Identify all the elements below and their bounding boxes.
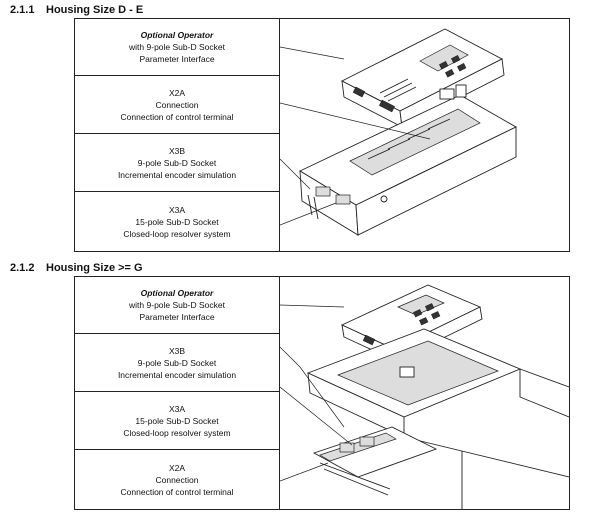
section-number: 2.1.2 bbox=[10, 262, 35, 274]
housing-g-figure: Optional Operator with 9-pole Sub-D Sock… bbox=[74, 276, 570, 510]
label-line: 9-pole Sub-D Socket bbox=[137, 357, 217, 368]
label-x3a: X3A 15-pole Sub-D Socket Closed-loop res… bbox=[75, 391, 279, 449]
label-line: Closed-loop resolver system bbox=[123, 427, 231, 438]
label-line: Connection of control terminal bbox=[120, 486, 234, 497]
label-x2a: X2A Connection Connection of control ter… bbox=[75, 75, 279, 133]
label-line: Connection bbox=[155, 474, 199, 485]
leader-line-x3a bbox=[280, 202, 337, 226]
device-drawing-g bbox=[280, 277, 569, 509]
label-column: Optional Operator with 9-pole Sub-D Sock… bbox=[75, 19, 280, 251]
section-title: Housing Size D - E bbox=[46, 4, 144, 16]
control-terminal-area bbox=[312, 426, 438, 496]
leader-line-x3b bbox=[280, 158, 311, 190]
label-line: Connection of control terminal bbox=[120, 111, 234, 122]
label-x2a: X2A Connection Connection of control ter… bbox=[75, 449, 279, 509]
label-line: Connection bbox=[155, 99, 199, 110]
device-drawing-d-e bbox=[280, 19, 569, 251]
label-line: Parameter Interface bbox=[139, 54, 215, 64]
label-line: Closed-loop resolver system bbox=[123, 228, 231, 239]
label-line: Optional Operator bbox=[140, 288, 214, 298]
label-line: X3A bbox=[168, 204, 186, 215]
label-line: Parameter Interface bbox=[139, 312, 215, 322]
housing-d-e-figure: Optional Operator with 9-pole Sub-D Sock… bbox=[74, 18, 570, 252]
leader-line-x3b bbox=[280, 346, 345, 428]
label-line: with 9-pole Sub-D Socket bbox=[129, 300, 225, 310]
leader-line-x2a bbox=[280, 462, 329, 482]
leader-line-x3a bbox=[280, 386, 353, 446]
label-column: Optional Operator with 9-pole Sub-D Sock… bbox=[75, 277, 280, 509]
label-x3b: X3B 9-pole Sub-D Socket Incremental enco… bbox=[75, 133, 279, 191]
label-line: X3A bbox=[168, 403, 186, 414]
label-line: 9-pole Sub-D Socket bbox=[137, 157, 217, 168]
label-optional-operator: Optional Operator with 9-pole Sub-D Sock… bbox=[75, 277, 279, 333]
device-illustration bbox=[280, 28, 517, 236]
drive-housing bbox=[299, 84, 517, 236]
label-x3a: X3A 15-pole Sub-D Socket Closed-loop res… bbox=[75, 191, 279, 251]
label-line: 15-pole Sub-D Socket bbox=[135, 216, 219, 227]
label-line: X3B bbox=[168, 345, 186, 356]
section-number: 2.1.1 bbox=[10, 4, 35, 16]
leader-line-operator bbox=[280, 46, 345, 60]
label-line: 15-pole Sub-D Socket bbox=[135, 415, 219, 426]
section-heading-housing-d-e: 2.1.1 Housing Size D - E bbox=[10, 4, 143, 16]
label-line: Incremental encoder simulation bbox=[117, 369, 237, 380]
device-illustration bbox=[280, 284, 569, 509]
section-title: Housing Size >= G bbox=[46, 262, 143, 274]
leader-line-x2a bbox=[280, 102, 431, 140]
label-line: Optional Operator bbox=[140, 30, 214, 40]
label-line: X3B bbox=[168, 145, 186, 156]
housing-cover bbox=[306, 328, 569, 509]
label-x3b: X3B 9-pole Sub-D Socket Incremental enco… bbox=[75, 333, 279, 391]
label-line: X2A bbox=[168, 462, 186, 473]
label-line: with 9-pole Sub-D Socket bbox=[129, 42, 225, 52]
label-line: Incremental encoder simulation bbox=[117, 169, 237, 180]
section-heading-housing-g: 2.1.2 Housing Size >= G bbox=[10, 262, 143, 274]
label-line: X2A bbox=[168, 87, 186, 98]
label-optional-operator: Optional Operator with 9-pole Sub-D Sock… bbox=[75, 19, 279, 75]
leader-line-operator bbox=[280, 304, 345, 308]
